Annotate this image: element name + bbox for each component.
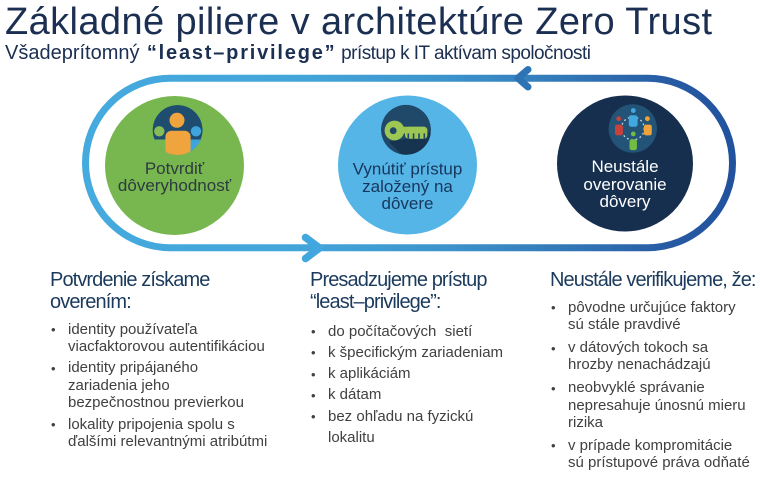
svg-text:dôveryhodnosť: dôveryhodnosť <box>118 176 232 195</box>
svg-text:dôvery: dôvery <box>599 192 651 211</box>
svg-text:Neustále: Neustále <box>591 157 658 176</box>
svg-text:Potvrdiť: Potvrdiť <box>145 159 205 178</box>
svg-text:dôvere: dôvere <box>382 194 434 213</box>
svg-text:overovanie: overovanie <box>583 175 666 194</box>
svg-text:Vynútiť prístup: Vynútiť prístup <box>353 160 463 179</box>
svg-text:založený na: založený na <box>362 177 453 196</box>
